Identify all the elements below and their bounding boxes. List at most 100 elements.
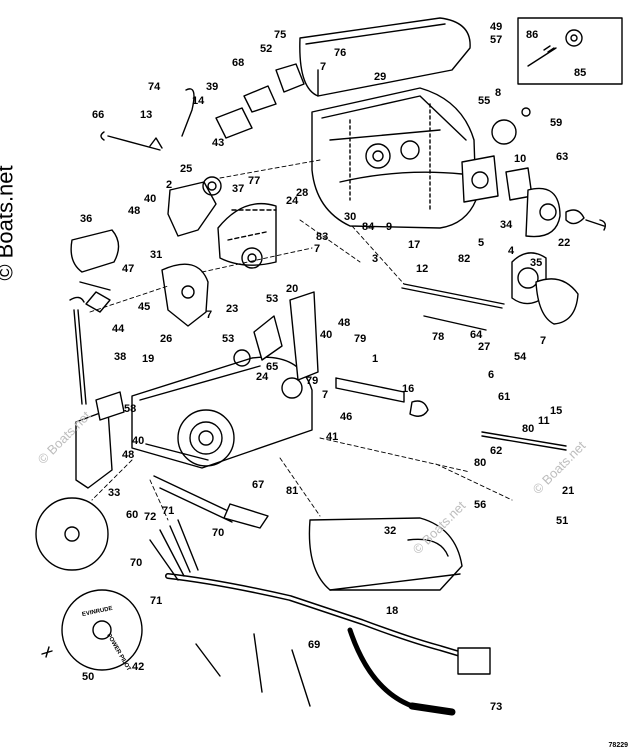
callout-32: 32 [384, 525, 396, 537]
callout-53b: 53 [222, 333, 234, 345]
callout-48b: 48 [338, 317, 350, 329]
callout-81: 81 [286, 485, 298, 497]
callout-29: 29 [374, 71, 386, 83]
callout-42: 42 [132, 661, 144, 673]
callout-84: 84 [362, 221, 375, 233]
callout-46: 46 [340, 411, 352, 423]
callout-14: 14 [192, 95, 205, 107]
callout-68: 68 [232, 57, 244, 69]
handle-wheel [35, 497, 109, 571]
callout-75: 75 [274, 29, 286, 41]
callout-82: 82 [458, 253, 470, 265]
callout-18: 18 [386, 605, 398, 617]
callout-41: 41 [326, 431, 338, 443]
callout-50: 50 [82, 671, 94, 683]
callout-layer: 75 49 57 86 85 52 76 7 29 74 68 39 14 8 … [80, 21, 586, 713]
callout-67: 67 [252, 479, 264, 491]
callout-24a: 24 [286, 195, 299, 207]
callout-49: 49 [490, 21, 502, 33]
callout-4: 4 [508, 245, 515, 257]
callout-70b: 70 [130, 557, 142, 569]
callout-40c: 40 [132, 435, 144, 447]
callout-10: 10 [514, 153, 526, 165]
callout-61: 61 [498, 391, 510, 403]
callout-21: 21 [562, 485, 574, 497]
callout-80a: 80 [522, 423, 534, 435]
callout-60: 60 [126, 509, 138, 521]
shift-shaft [335, 377, 405, 403]
callout-53a: 53 [266, 293, 278, 305]
callout-2: 2 [166, 179, 172, 191]
callout-59: 59 [550, 117, 562, 129]
callout-48c: 48 [122, 449, 134, 461]
callout-86: 86 [526, 29, 538, 41]
callout-3: 3 [372, 253, 378, 265]
callout-43: 43 [212, 137, 224, 149]
callout-27: 27 [478, 341, 490, 353]
callout-55: 55 [478, 95, 490, 107]
callout-71a: 71 [162, 505, 174, 517]
callout-79b: 79 [306, 375, 318, 387]
callout-62: 62 [490, 445, 502, 457]
callout-83: 83 [316, 231, 328, 243]
power-pilot-disc [61, 589, 143, 671]
callout-40a: 40 [144, 193, 156, 205]
callout-25: 25 [180, 163, 192, 175]
throttle-cam [217, 202, 277, 266]
callout-31: 31 [150, 249, 162, 261]
callout-12: 12 [416, 263, 428, 275]
callout-40b: 40 [320, 329, 332, 341]
throttle-rod [481, 431, 567, 451]
callout-30: 30 [344, 211, 356, 223]
shift-handle [100, 131, 163, 151]
callout-17: 17 [408, 239, 420, 251]
callout-74: 74 [148, 81, 161, 93]
top-cover [299, 17, 471, 97]
callout-72: 72 [144, 511, 156, 523]
callout-48a: 48 [128, 205, 140, 217]
callout-19: 19 [142, 353, 154, 365]
callout-20: 20 [286, 283, 298, 295]
callout-26: 26 [160, 333, 172, 345]
callout-5: 5 [478, 237, 484, 249]
callout-34: 34 [500, 219, 513, 231]
callout-6: 6 [488, 369, 494, 381]
callout-76: 76 [334, 47, 346, 59]
callout-28: 28 [296, 187, 308, 199]
callout-37: 37 [232, 183, 244, 195]
callout-16: 16 [402, 383, 414, 395]
callout-8: 8 [495, 87, 501, 99]
callout-77: 77 [248, 175, 260, 187]
callout-54: 54 [514, 351, 527, 363]
callout-57: 57 [490, 34, 502, 46]
callout-7c: 7 [206, 309, 212, 321]
callout-15: 15 [550, 405, 562, 417]
callout-24b: 24 [256, 371, 269, 383]
callout-22: 22 [558, 237, 570, 249]
control-housing [311, 87, 477, 229]
callout-73: 73 [490, 701, 502, 713]
callout-23: 23 [226, 303, 238, 315]
callout-70a: 70 [212, 527, 224, 539]
callout-44: 44 [112, 323, 125, 335]
callout-79a: 79 [354, 333, 366, 345]
callout-63: 63 [556, 151, 568, 163]
callout-13: 13 [140, 109, 152, 121]
callout-47: 47 [122, 263, 134, 275]
callout-78: 78 [432, 331, 444, 343]
drawing-number: 78229 [608, 742, 628, 749]
callout-45: 45 [138, 301, 150, 313]
callout-64: 64 [470, 329, 483, 341]
cam-bracket [161, 263, 209, 327]
lower-housing [131, 356, 313, 469]
callout-1: 1 [372, 353, 378, 365]
callout-33: 33 [108, 487, 120, 499]
inset-box [517, 17, 623, 85]
callout-51: 51 [556, 515, 568, 527]
shift-lever [167, 181, 217, 237]
callout-7b: 7 [314, 243, 320, 255]
callout-58: 58 [124, 403, 136, 415]
callout-65: 65 [266, 361, 278, 373]
